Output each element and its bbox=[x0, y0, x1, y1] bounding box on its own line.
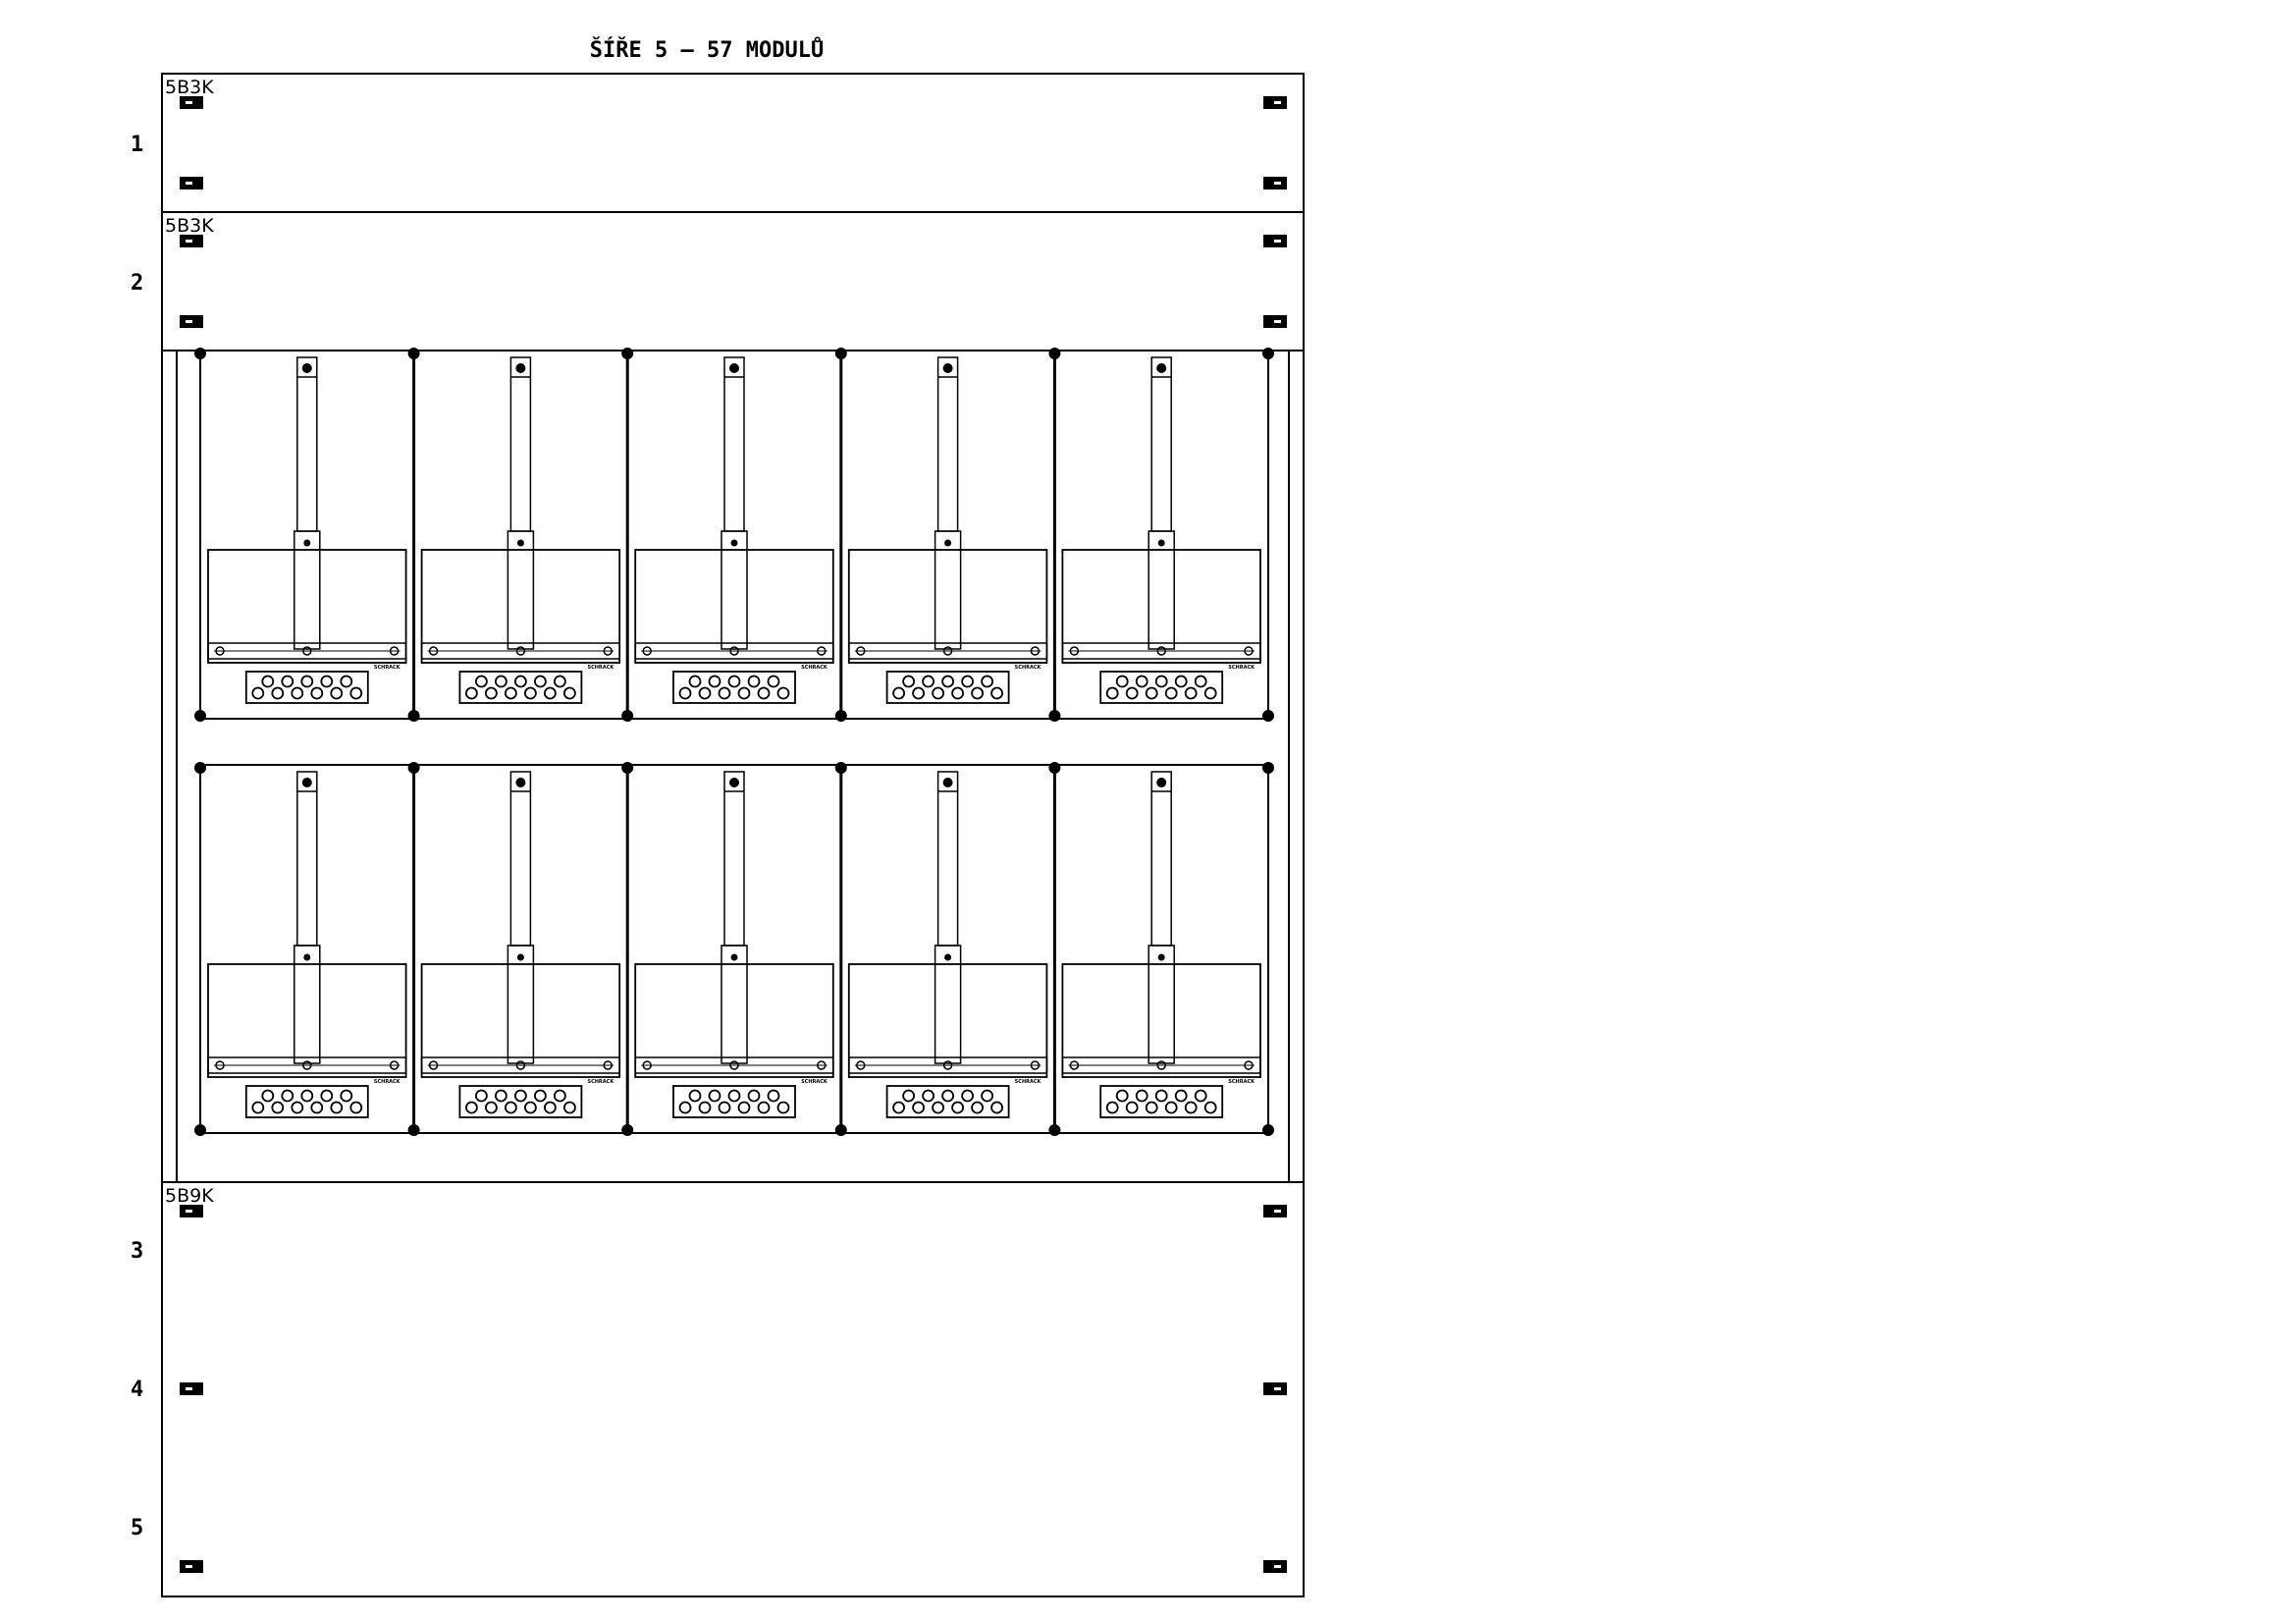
brand-label: SCHRACK bbox=[1015, 1079, 1042, 1085]
brand-label: SCHRACK bbox=[801, 665, 828, 671]
brand-label: SCHRACK bbox=[587, 665, 614, 671]
screw-icon bbox=[834, 710, 847, 722]
screw-icon bbox=[621, 1124, 634, 1136]
screw-icon bbox=[407, 348, 420, 359]
brand-label: SCHRACK bbox=[1015, 665, 1042, 671]
meter-section: SCHRACK SCHRACK SCHRACK SCHRACK SCHRACK SCHRA… bbox=[161, 348, 1305, 1183]
screw-icon bbox=[621, 348, 634, 359]
terminal-block bbox=[1099, 1085, 1224, 1118]
mounting-clip-icon bbox=[180, 1382, 203, 1395]
meter-module: SCHRACK bbox=[194, 762, 407, 1136]
meter-module: SCHRACK bbox=[621, 348, 834, 722]
row-number-2: 2 bbox=[131, 271, 143, 296]
mounting-clip-icon bbox=[1263, 1205, 1287, 1217]
mounting-clip-icon bbox=[180, 1560, 203, 1573]
panel-1: 5B3K bbox=[161, 73, 1305, 213]
mounting-clip-icon bbox=[180, 235, 203, 247]
terminal-block bbox=[885, 1085, 1010, 1118]
mounting-clip-icon bbox=[180, 315, 203, 328]
screw-icon bbox=[1262, 710, 1274, 722]
terminal-block bbox=[458, 1085, 583, 1118]
mounting-clip-icon bbox=[180, 177, 203, 189]
screw-icon bbox=[407, 1124, 420, 1136]
screw-icon bbox=[621, 710, 634, 722]
screw-icon bbox=[1048, 710, 1061, 722]
screw-icon bbox=[1262, 1124, 1274, 1136]
screw-icon bbox=[194, 762, 206, 774]
screw-icon bbox=[194, 1124, 206, 1136]
mounting-clip-icon bbox=[1263, 96, 1287, 109]
panel-3-code: 5B9K bbox=[165, 1185, 214, 1207]
terminal-block bbox=[885, 671, 1010, 704]
panel-2: 5B3K bbox=[161, 211, 1305, 352]
screw-icon bbox=[1048, 762, 1061, 774]
brand-label: SCHRACK bbox=[374, 665, 401, 671]
terminal-block bbox=[458, 671, 583, 704]
meter-module: SCHRACK bbox=[407, 762, 621, 1136]
meter-row-frame bbox=[199, 350, 1269, 720]
brand-label: SCHRACK bbox=[587, 1079, 614, 1085]
screw-icon bbox=[621, 762, 634, 774]
row-number-3: 3 bbox=[131, 1239, 143, 1264]
brand-label: SCHRACK bbox=[374, 1079, 401, 1085]
mounting-clip-icon bbox=[1263, 235, 1287, 247]
mounting-clip-icon bbox=[1263, 1560, 1287, 1573]
meter-module: SCHRACK bbox=[1048, 348, 1261, 722]
screw-icon bbox=[407, 710, 420, 722]
mounting-clip-icon bbox=[180, 96, 203, 109]
meter-module: SCHRACK bbox=[834, 348, 1048, 722]
meter-module: SCHRACK bbox=[407, 348, 621, 722]
mounting-clip-icon bbox=[1263, 1382, 1287, 1395]
terminal-block bbox=[244, 1085, 369, 1118]
meter-module: SCHRACK bbox=[834, 762, 1048, 1136]
terminal-block bbox=[1099, 671, 1224, 704]
terminal-block bbox=[672, 1085, 796, 1118]
brand-label: SCHRACK bbox=[1228, 665, 1255, 671]
terminal-block bbox=[244, 671, 369, 704]
drawing-title: ŠÍŘE 5 – 57 MODULŮ bbox=[590, 37, 824, 63]
mounting-clip-icon bbox=[180, 1205, 203, 1217]
panel-2-code: 5B3K bbox=[165, 215, 214, 237]
meter-module: SCHRACK bbox=[621, 762, 834, 1136]
meter-module: SCHRACK bbox=[194, 348, 407, 722]
row-number-1: 1 bbox=[131, 133, 143, 157]
enclosure-frame bbox=[161, 73, 1305, 1597]
terminal-block bbox=[672, 671, 796, 704]
screw-icon bbox=[1262, 348, 1274, 359]
panel-1-code: 5B3K bbox=[165, 77, 214, 98]
screw-icon bbox=[1262, 762, 1274, 774]
meter-module: SCHRACK bbox=[1048, 762, 1261, 1136]
screw-icon bbox=[1048, 1124, 1061, 1136]
meter-row-frame bbox=[199, 764, 1269, 1134]
row-number-5: 5 bbox=[131, 1516, 143, 1541]
screw-icon bbox=[194, 710, 206, 722]
screw-icon bbox=[834, 1124, 847, 1136]
row-number-4: 4 bbox=[131, 1378, 143, 1402]
screw-icon bbox=[834, 348, 847, 359]
screw-icon bbox=[834, 762, 847, 774]
mounting-clip-icon bbox=[1263, 177, 1287, 189]
brand-label: SCHRACK bbox=[1228, 1079, 1255, 1085]
screw-icon bbox=[1048, 348, 1061, 359]
meter-grid: SCHRACK SCHRACK SCHRACK SCHRACK SCHRACK SCHRA… bbox=[194, 348, 1274, 1136]
panel-3: 5B9K bbox=[161, 1181, 1305, 1597]
brand-label: SCHRACK bbox=[801, 1079, 828, 1085]
screw-icon bbox=[407, 762, 420, 774]
screw-icon bbox=[194, 348, 206, 359]
mounting-clip-icon bbox=[1263, 315, 1287, 328]
